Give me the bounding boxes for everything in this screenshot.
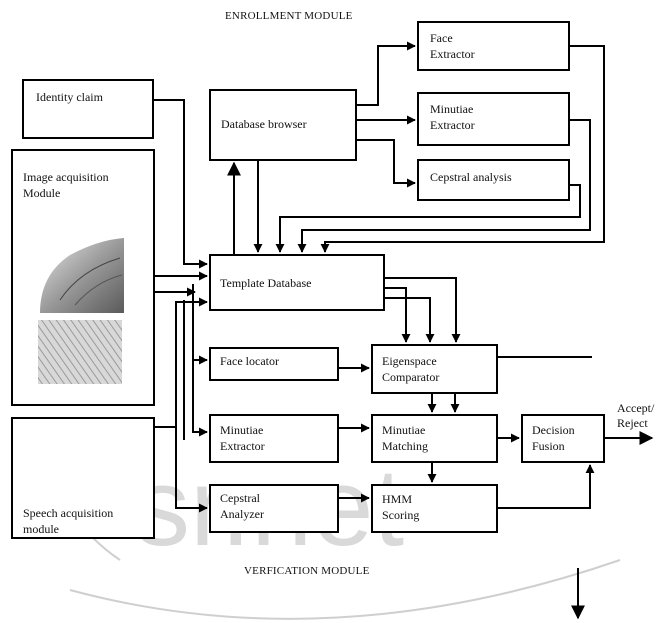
image-acquisition-label-1: Image acquisition — [23, 170, 109, 184]
speech-acquisition-label-1: Speech acquisition — [23, 506, 113, 520]
wire-image-to-verification — [193, 284, 207, 432]
cepstral-analyzer-box: Cepstral Analyzer — [210, 485, 338, 532]
face-extractor-box: Face Extractor — [418, 22, 569, 70]
minutiae-extractor-top-label-2: Extractor — [430, 118, 475, 132]
arrow-browser-to-cepstral-analysis — [356, 140, 415, 183]
identity-claim-label: Identity claim — [36, 90, 104, 104]
minutiae-matching-label-2: Matching — [382, 439, 428, 453]
hmm-scoring-label-1: HMM — [382, 492, 412, 506]
minutiae-extractor-bottom-label-2: Extractor — [220, 439, 265, 453]
reject-label: Reject — [617, 416, 648, 430]
minutiae-matching-label-1: Minutiae — [382, 423, 425, 437]
database-browser-box: Database browser — [210, 90, 356, 160]
minutiae-extractor-top-label-1: Minutiae — [430, 102, 473, 116]
minutiae-extractor-bottom-label-1: Minutiae — [220, 423, 263, 437]
template-database-label: Template Database — [220, 276, 311, 290]
identity-claim-box: Identity claim — [23, 80, 153, 138]
hmm-scoring-label-2: Scoring — [382, 508, 419, 522]
decision-fusion-box: Decision Fusion — [522, 415, 604, 462]
database-browser-label: Database browser — [221, 117, 307, 131]
eigenspace-comparator-label-1: Eigenspace — [382, 354, 437, 368]
decision-fusion-label-2: Fusion — [532, 439, 565, 453]
minutiae-extractor-top-box: Minutiae Extractor — [418, 93, 569, 145]
eigenspace-comparator-box: Eigenspace Comparator — [372, 345, 497, 393]
cepstral-analysis-label: Cepstral analysis — [430, 170, 512, 184]
minutiae-extractor-bottom-box: Minutiae Extractor — [210, 415, 338, 462]
arrow-browser-to-face-extractor — [356, 46, 415, 105]
face-extractor-label-1: Face — [430, 31, 453, 45]
minutiae-matching-box: Minutiae Matching — [372, 415, 497, 462]
verification-module-label: VERFICATION MODULE — [244, 565, 370, 577]
face-extractor-label-2: Extractor — [430, 47, 475, 61]
fingerprint-image — [38, 320, 122, 384]
accept-label: Accept/ — [617, 401, 655, 415]
arrow-identity-claim-to-template — [153, 100, 207, 264]
speech-acquisition-box: Speech acquisition module — [12, 418, 154, 538]
wire-speech-up-to-template — [176, 302, 207, 427]
cepstral-analyzer-label-1: Cepstral — [220, 491, 261, 505]
arrow-face-extractor-to-template — [325, 46, 604, 252]
face-locator-box: Face locator — [210, 348, 338, 380]
face-locator-label: Face locator — [220, 354, 279, 368]
arrow-template-to-comparator-1 — [384, 288, 406, 342]
decision-fusion-label-1: Decision — [532, 423, 575, 437]
hmm-scoring-box: HMM Scoring — [372, 485, 497, 532]
enrollment-module-label: ENROLLMENT MODULE — [225, 10, 353, 22]
image-acquisition-label-2: Module — [23, 186, 60, 200]
arrow-hmm-to-decision — [497, 465, 590, 508]
cepstral-analyzer-label-2: Analyzer — [220, 507, 264, 521]
image-acquisition-box: Image acquisition Module — [12, 150, 154, 405]
speech-acquisition-label-2: module — [23, 522, 59, 536]
cepstral-analysis-box: Cepstral analysis — [418, 160, 569, 200]
template-database-box: Template Database — [210, 255, 384, 310]
eigenspace-comparator-label-2: Comparator — [382, 370, 439, 384]
